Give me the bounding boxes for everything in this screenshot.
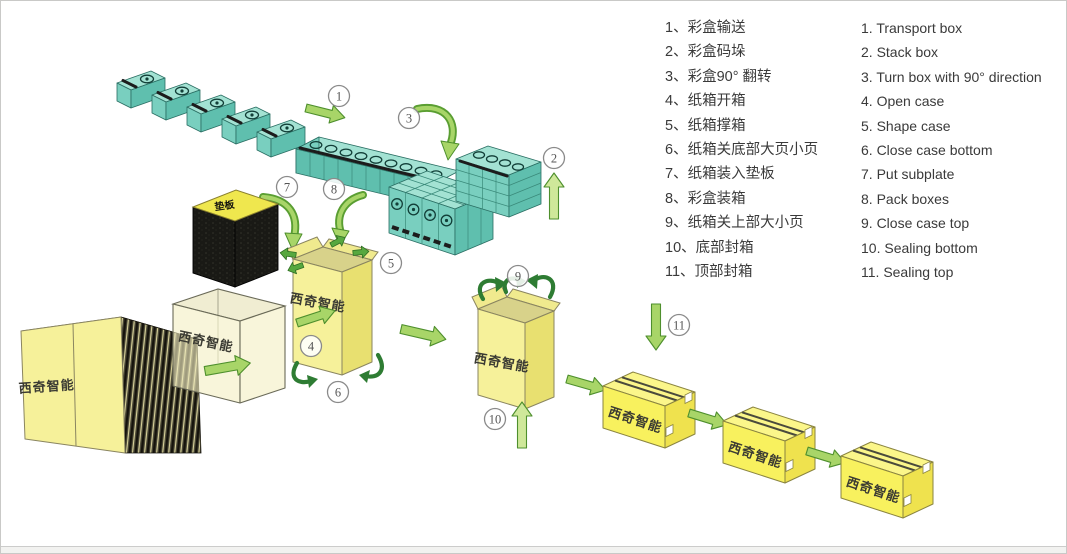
sealed-case: 西奇智能 [840, 441, 934, 519]
sealed-transfer-arrow-icon [805, 446, 846, 468]
svg-text:2: 2 [551, 151, 557, 165]
bottom-close-arrow-icon [291, 352, 384, 388]
step-marker-9: 9 [506, 264, 530, 288]
legend-row: 5、纸箱撑箱 5. Shape case [665, 114, 1063, 138]
translucent-case: 西奇智能 [171, 288, 287, 404]
legend-en: 8. Pack boxes [861, 190, 949, 207]
closing-case: 西奇智能 [471, 274, 607, 449]
legend-zh: 1、彩盒输送 [665, 20, 746, 36]
step-marker-6: 6 [326, 380, 350, 404]
flap-arrow-icon [279, 247, 297, 261]
legend-row: 10、底部封箱 10. Sealing bottom [665, 236, 1063, 260]
svg-text:8: 8 [331, 182, 337, 196]
legend-zh: 5、纸箱撑箱 [665, 117, 746, 134]
case-feed-arrow-icon [203, 355, 251, 376]
color-box [151, 82, 201, 121]
svg-text:5: 5 [388, 256, 394, 270]
sealed-case: 西奇智能 [602, 371, 696, 449]
legend-row: 4、纸箱开箱 4. Open case [665, 89, 1063, 113]
flap-arrow-icon [287, 262, 305, 275]
legend-row: 8、彩盒装箱 8. Pack boxes [665, 187, 1063, 211]
svg-text:10: 10 [489, 412, 502, 426]
legend-en: 9. Close case top [861, 215, 970, 232]
legend-en: 6. Close case bottom [861, 142, 993, 159]
step-marker-10: 10 [483, 407, 507, 431]
legend-en: 1. Transport box [861, 20, 963, 36]
svg-text:11: 11 [673, 318, 685, 332]
flap-arrow-icon [329, 235, 346, 248]
legend-zh: 7、纸箱装入垫板 [665, 166, 775, 183]
transport-arrow-icon [304, 103, 346, 124]
legend-en: 2. Stack box [861, 44, 939, 61]
svg-text:3: 3 [406, 111, 412, 125]
stacked-box-pile [455, 145, 542, 218]
svg-text:4: 4 [308, 339, 315, 353]
step-marker-2: 2 [542, 146, 566, 170]
stack-up-arrow-icon [543, 172, 565, 220]
legend-zh: 4、纸箱开箱 [665, 93, 746, 110]
subplate-drop-arrow-icon [259, 193, 303, 252]
step-marker-4: 4 [299, 334, 323, 358]
subplate-stack: 垫板 [191, 189, 280, 288]
svg-text:1: 1 [336, 89, 342, 103]
legend-en: 10. Sealing bottom [861, 239, 978, 256]
legend-zh: 10、底部封箱 [665, 239, 754, 256]
legend-row: 7、纸箱装入垫板 7. Put subplate [665, 162, 1063, 186]
svg-text:6: 6 [335, 385, 341, 399]
color-box [221, 106, 271, 145]
pack-drop-arrow-icon [331, 191, 367, 247]
legend-en: 3. Turn box with 90° direction [861, 68, 1042, 85]
shape-arrow-icon [295, 305, 336, 328]
top-seal-arrow-icon [645, 303, 667, 351]
page-bottom-band [1, 546, 1066, 553]
step-marker-5: 5 [379, 251, 403, 275]
brand-label: 西奇智能 [18, 377, 75, 396]
legend-en: 7. Put subplate [861, 166, 955, 183]
legend-zh: 2、彩盒码垛 [665, 44, 746, 61]
step-marker-8: 8 [322, 177, 346, 201]
color-box [186, 94, 236, 133]
step-marker-1: 1 [327, 84, 351, 108]
legend-row: 3、彩盒90° 翻转 3. Turn box with 90° direction [665, 65, 1063, 89]
subplate-label: 垫板 [214, 198, 237, 214]
legend-zh: 9、纸箱关上部大小页 [665, 215, 804, 232]
legend-zh: 6、纸箱关底部大页小页 [665, 142, 819, 159]
legend-en: 5. Shape case [861, 117, 951, 134]
color-box [116, 70, 166, 109]
step-marker-3: 3 [397, 106, 421, 130]
flap-arrow-icon [352, 245, 370, 259]
legend-zh: 3、彩盒90° 翻转 [665, 68, 772, 85]
case-transfer-arrow-icon [399, 324, 447, 347]
step-marker-7: 7 [275, 175, 299, 199]
step-marker-11: 11 [667, 313, 691, 337]
sealed-transfer-arrow-icon [687, 408, 728, 430]
sealed-case: 西奇智能 [722, 406, 816, 484]
legend-en: 4. Open case [861, 93, 945, 110]
legend-row: 11、顶部封箱 11. Sealing top [665, 260, 1063, 284]
legend-row: 1、彩盒输送 1. Transport box [665, 16, 1063, 40]
turn-arrow-icon [413, 103, 460, 161]
legend-row: 9、纸箱关上部大小页 9. Close case top [665, 211, 1063, 235]
svg-text:7: 7 [284, 180, 290, 194]
legend-row: 2、彩盒码垛 2. Stack box [665, 40, 1063, 64]
legend-zh: 11、顶部封箱 [665, 264, 753, 281]
legend-row: 6、纸箱关底部大页小页 6. Close case bottom [665, 138, 1063, 162]
bottom-seal-arrow-icon [511, 401, 533, 449]
open-case: 西奇智能 [279, 235, 384, 388]
legend: 1、彩盒输送 1. Transport box 2、彩盒码垛 2. Stack bo… [665, 16, 1063, 284]
color-box-row [116, 70, 306, 158]
color-box [256, 119, 306, 158]
legend-zh: 8、彩盒装箱 [665, 190, 746, 207]
svg-text:9: 9 [515, 269, 521, 283]
legend-en: 11. Sealing top [861, 264, 954, 281]
sealed-out-arrow-icon [565, 374, 607, 396]
